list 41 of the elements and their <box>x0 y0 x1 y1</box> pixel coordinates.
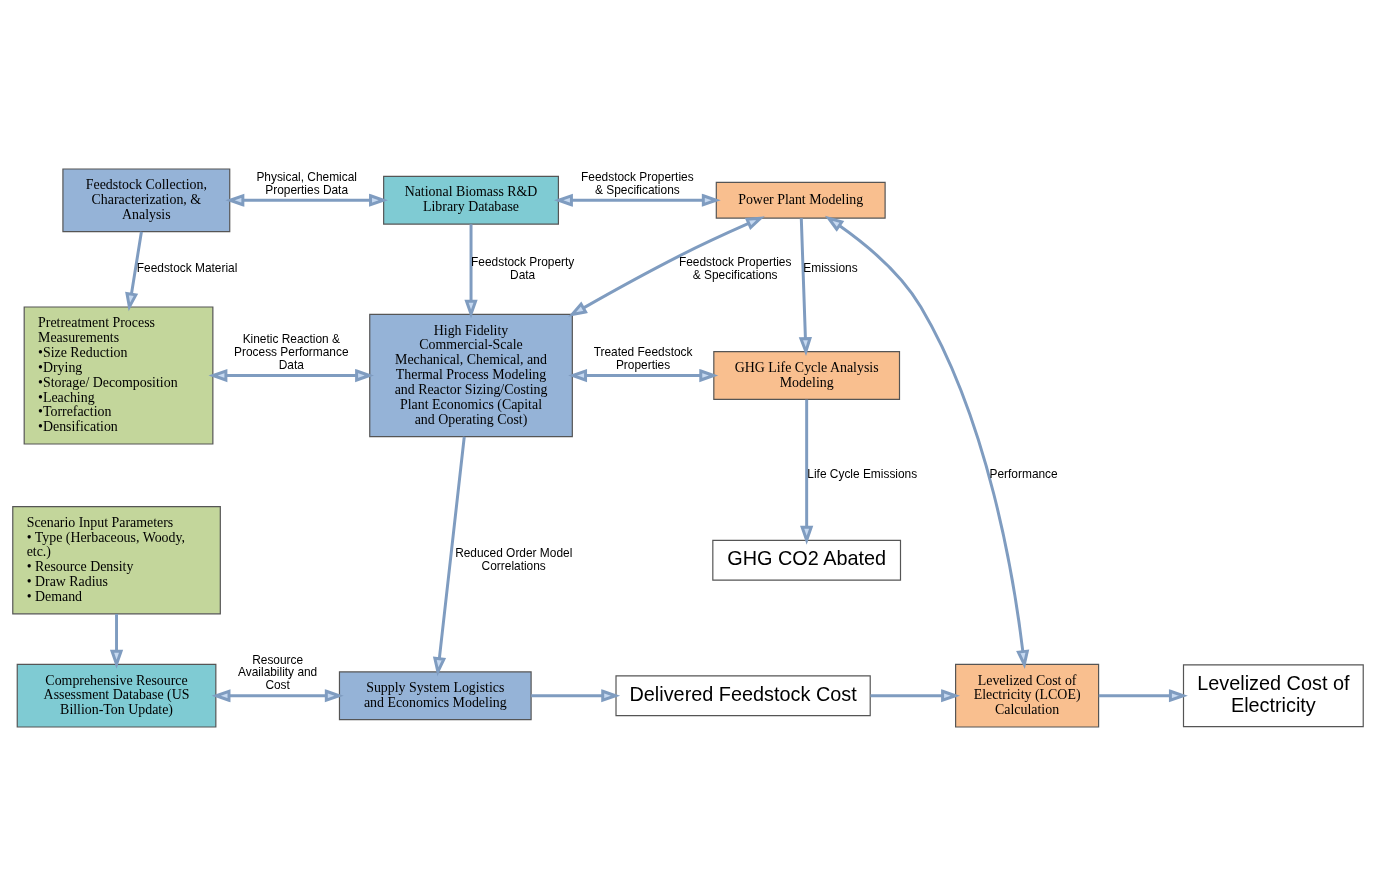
node-box: Pretreatment Process Measurements •Size Reduction •Drying •Storage/ Decomposition •Leaching •Torrefaction •Densification <box>23 305 214 445</box>
arrow <box>554 193 721 207</box>
arrow <box>208 368 374 382</box>
arrow <box>824 215 1030 669</box>
arrow <box>464 223 478 319</box>
node-box: Levelized Cost of Electricity <box>1182 663 1364 727</box>
node-box: Supply System Logistics and Economics Modeling <box>338 670 532 720</box>
edge-label: Feedstock Property Data <box>471 254 575 282</box>
node-box: GHG Life Cycle Analysis Modeling <box>713 350 901 400</box>
node-box: GHG CO2 Abated <box>712 539 902 581</box>
node-box: National Biomass R&D Library Database <box>383 175 559 225</box>
edge-label: Physical, Chemical Properties Data <box>256 169 357 197</box>
node-box: Delivered Feedstock Cost <box>615 674 871 716</box>
arrow <box>800 399 814 545</box>
arrow <box>568 368 719 382</box>
node-box: High Fidelity Commercial-Scale Mechanical, Chemical, and Thermal Process Modeling and Reactor Sizing/Costing Plant Economics (Capital and Operating Cost) <box>369 313 573 437</box>
arrow <box>211 688 344 702</box>
edge-label: Performance <box>989 466 1058 481</box>
arrow <box>531 688 621 702</box>
node-box: Feedstock Collection, Characterization, & Analysis <box>62 167 231 232</box>
arrow <box>109 613 124 669</box>
edge-label: Feedstock Material <box>136 260 238 275</box>
arrow <box>432 436 466 676</box>
node-box: Scenario Input Parameters • Type (Herbaceous, Woody, etc.) • Resource Density • Draw Radius • Demand <box>12 505 221 614</box>
arrow <box>125 231 143 311</box>
edge-label: Reduced Order Model Correlations <box>455 545 573 573</box>
node-box: Power Plant Modeling <box>715 181 886 219</box>
arrow <box>225 193 388 207</box>
arrow <box>1098 688 1188 702</box>
node-box: Levelized Cost of Electricity (LCOE) Calculation <box>955 663 1100 728</box>
edge-label: Feedstock Properties & Specifications <box>581 169 694 197</box>
edge-label: Emissions <box>803 260 858 275</box>
arrow <box>798 217 812 356</box>
arrow <box>568 215 765 317</box>
edge-label: Treated Feedstock Properties <box>593 344 693 372</box>
arrow <box>870 688 960 702</box>
edge-label: Kinetic Reaction & Process Performance Data <box>234 331 349 372</box>
edge-label: Feedstock Properties & Specifications <box>678 254 792 282</box>
edge-label: Life Cycle Emissions <box>807 466 918 481</box>
edge-label: Resource Availability and Cost <box>238 652 318 692</box>
node-box: Comprehensive Resource Assessment Database (US Billion-Ton Update) <box>16 663 217 728</box>
